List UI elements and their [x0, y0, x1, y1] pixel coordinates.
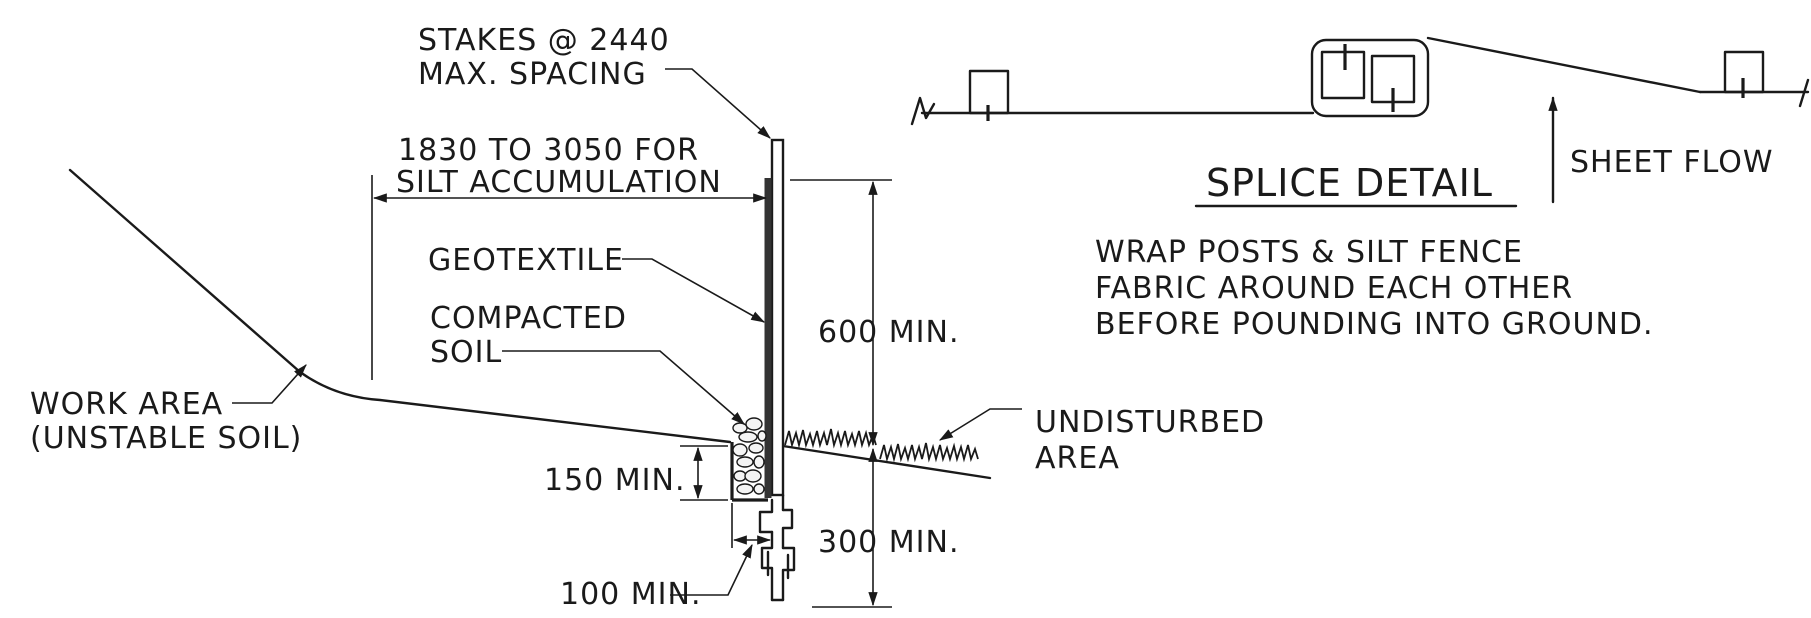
splice-note-line3: BEFORE POUNDING INTO GROUND.	[1095, 307, 1654, 342]
work-area-label-line2: (UNSTABLE SOIL)	[30, 421, 302, 456]
splice-detail-title: SPLICE DETAIL	[1206, 161, 1493, 205]
grass-hatching	[784, 428, 979, 463]
geotextile-label: GEOTEXTILE	[428, 243, 624, 278]
stake-below-ground	[758, 493, 796, 602]
sheet-flow-label: SHEET FLOW	[1570, 145, 1774, 180]
splice-note-line1: WRAP POSTS & SILT FENCE	[1095, 235, 1523, 270]
dim-300-label: 300 MIN.	[818, 525, 960, 560]
compacted-soil-backfill	[732, 417, 767, 495]
dim-100-label: 100 MIN.	[560, 577, 702, 612]
stake-post	[770, 138, 785, 497]
splice-note-line2: FABRIC AROUND EACH OTHER	[1095, 271, 1573, 306]
undisturbed-ground-line	[781, 444, 992, 480]
silt-label-line1: 1830 TO 3050 FOR	[398, 133, 699, 168]
work-area-label-line1: WORK AREA	[30, 387, 223, 422]
silt-label-line2: SILT ACCUMULATION	[396, 165, 722, 200]
geotextile-leader	[622, 258, 766, 323]
compacted-soil-leader	[502, 350, 745, 425]
splice-detail-plan	[910, 36, 1810, 126]
stakes-leader	[665, 68, 771, 139]
dim-100-leader	[670, 543, 753, 596]
stakes-label-line2: MAX. SPACING	[418, 57, 647, 92]
undisturbed-label-line2: AREA	[1035, 441, 1120, 476]
work-area-leader	[232, 364, 307, 404]
undisturbed-label-line1: UNDISTURBED	[1035, 405, 1265, 440]
dim-150-label: 150 MIN.	[544, 463, 686, 498]
undisturbed-leader	[939, 408, 1022, 441]
compacted-soil-label-line2: SOIL	[430, 335, 502, 370]
stakes-label-line1: STAKES @ 2440	[418, 23, 670, 58]
compacted-soil-label-line1: COMPACTED	[430, 301, 627, 336]
dim-600-label: 600 MIN.	[818, 315, 960, 350]
